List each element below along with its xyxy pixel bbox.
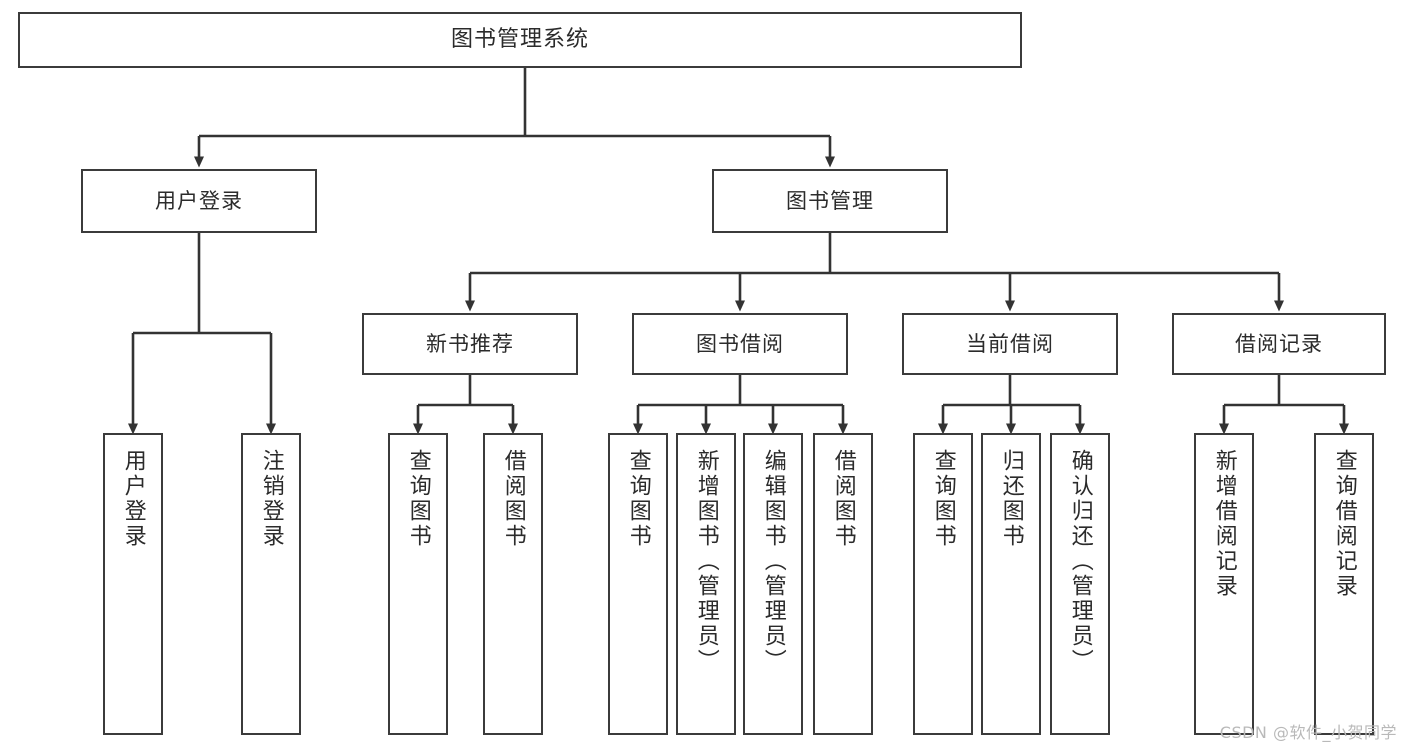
node-book-management[interactable]: 图书管理	[712, 169, 948, 233]
leaf-label: 注销登录	[258, 449, 284, 549]
leaf-label: 查询图书	[405, 449, 431, 549]
leaf-label: 新增图书（管理员）	[693, 449, 719, 674]
leaf-new-book-recommend-0[interactable]: 查询图书	[388, 433, 448, 735]
leaf-new-book-recommend-1[interactable]: 借阅图书	[483, 433, 543, 735]
node-book-management-label: 图书管理	[786, 188, 874, 213]
leaf-label: 编辑图书（管理员）	[760, 449, 786, 674]
node-borrow-record-label: 借阅记录	[1235, 331, 1323, 356]
leaf-label: 借阅图书	[500, 449, 526, 549]
node-current-borrow[interactable]: 当前借阅	[902, 313, 1118, 375]
leaf-user-login-1[interactable]: 注销登录	[241, 433, 301, 735]
leaf-book-borrow-2[interactable]: 编辑图书（管理员）	[743, 433, 803, 735]
leaf-label: 借阅图书	[830, 449, 856, 549]
leaf-borrow-record-0[interactable]: 新增借阅记录	[1194, 433, 1254, 735]
node-book-borrow[interactable]: 图书借阅	[632, 313, 848, 375]
leaf-current-borrow-0[interactable]: 查询图书	[913, 433, 973, 735]
node-new-book-recommend[interactable]: 新书推荐	[362, 313, 578, 375]
node-borrow-record[interactable]: 借阅记录	[1172, 313, 1386, 375]
leaf-label: 确认归还（管理员）	[1067, 449, 1093, 674]
node-root-label: 图书管理系统	[450, 27, 589, 53]
node-book-borrow-label: 图书借阅	[696, 331, 784, 356]
leaf-current-borrow-1[interactable]: 归还图书	[981, 433, 1041, 735]
node-root[interactable]: 图书管理系统	[18, 12, 1022, 68]
leaf-current-borrow-2[interactable]: 确认归还（管理员）	[1050, 433, 1110, 735]
node-user-login-label: 用户登录	[155, 188, 243, 213]
leaf-book-borrow-3[interactable]: 借阅图书	[813, 433, 873, 735]
watermark: CSDN @软件_小贺同学	[1219, 723, 1397, 742]
leaf-label: 查询图书	[625, 449, 651, 549]
node-new-book-recommend-label: 新书推荐	[426, 331, 514, 356]
leaf-label: 查询图书	[930, 449, 956, 549]
leaf-label: 新增借阅记录	[1211, 449, 1237, 599]
leaf-book-borrow-1[interactable]: 新增图书（管理员）	[676, 433, 736, 735]
leaf-borrow-record-1[interactable]: 查询借阅记录	[1314, 433, 1374, 735]
leaf-label: 查询借阅记录	[1331, 449, 1357, 599]
leaf-label: 用户登录	[120, 449, 146, 549]
leaf-label: 归还图书	[998, 449, 1024, 549]
leaf-book-borrow-0[interactable]: 查询图书	[608, 433, 668, 735]
node-current-borrow-label: 当前借阅	[966, 331, 1054, 356]
leaf-user-login-0[interactable]: 用户登录	[103, 433, 163, 735]
node-user-login[interactable]: 用户登录	[81, 169, 317, 233]
